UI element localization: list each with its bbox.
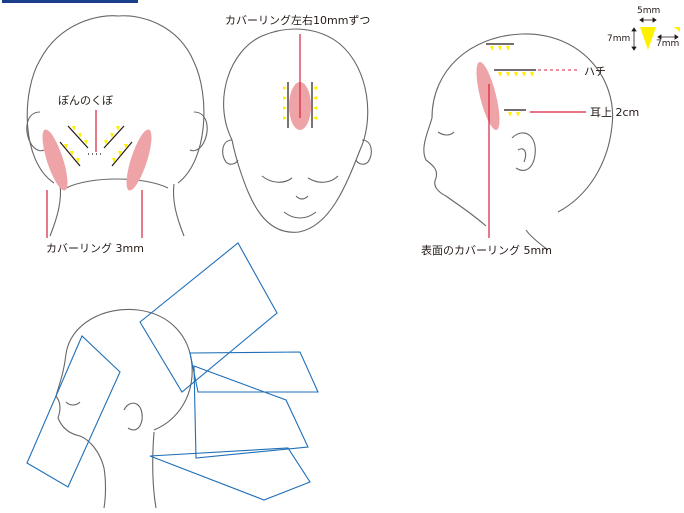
triangle-notch-icon: [283, 106, 287, 110]
back-head-left-ear: [26, 111, 45, 152]
lower-head-outline: [65, 308, 193, 431]
triangle-notch-icon: [76, 158, 80, 163]
double-arrow-icon: [657, 34, 679, 40]
back-right-cover: [126, 129, 152, 191]
back-left-cover: [42, 129, 68, 191]
triangle-notch-icon: [522, 72, 526, 77]
top-head-right-ear: [355, 139, 372, 165]
lower-neck-front: [103, 467, 107, 509]
triangle-notch-icon: [506, 46, 510, 51]
legend-height-label: 7mm: [607, 34, 631, 44]
top-nose: [295, 195, 309, 200]
section-panel-bottom-center: [149, 447, 311, 501]
side-head-covering: [476, 43, 586, 238]
triangle-notch-icon: [313, 96, 317, 100]
lower-face-profile: [55, 353, 105, 469]
double-arrow-icon: [639, 17, 657, 23]
triangle-notch-icon: [313, 106, 317, 110]
back-right-guide-1: [103, 125, 125, 149]
triangle-notch-icon: [110, 133, 114, 138]
back-left-guide-1: [67, 125, 89, 149]
triangle-notch-icon: [283, 96, 287, 100]
back-head-notches: [64, 126, 128, 163]
triangle-notch-icon: [70, 151, 74, 156]
side-head-outline: [431, 33, 614, 213]
section-panel-right-upper: [189, 351, 319, 393]
label-back-covering: カバーリング 3mm: [46, 242, 144, 255]
top-head-notches: [283, 86, 317, 120]
back-head-covering: [42, 129, 152, 191]
triangle-notch-icon: [506, 72, 510, 77]
label-side-ear: 耳上 2cm: [590, 106, 640, 119]
section-panels: [26, 242, 319, 501]
triangle-notch-icon: [64, 144, 68, 149]
label-top-covering: カバーリング左右10mmずつ: [225, 14, 371, 27]
triangle-notch-icon: [78, 133, 82, 138]
triangle-notch-icon: [530, 72, 534, 77]
side-front-cover: [476, 61, 500, 131]
triangle-notch-icon: [72, 126, 76, 131]
back-left-guide-2: [59, 141, 81, 167]
triangle-notch-icon: [508, 112, 512, 117]
label-side-hachi: ハチ: [584, 65, 606, 78]
back-head-hairline: [65, 178, 169, 189]
triangle-notch-icon: [516, 112, 520, 117]
triangle-notch-icon: [313, 116, 317, 120]
triangle-notch-icon: [498, 72, 502, 77]
header-accent-bar: [2, 0, 138, 3]
side-head-figure: [423, 33, 614, 251]
top-mouth: [283, 211, 317, 219]
legend-width-label: 5mm: [637, 6, 661, 16]
top-right-eye: [307, 175, 339, 183]
triangle-notch-icon: [283, 86, 287, 90]
section-panel-bottom-left: [26, 335, 121, 488]
lower-neck-back: [152, 431, 157, 509]
triangle-notch-icon: [640, 27, 656, 50]
triangle-notch-icon: [490, 46, 494, 51]
top-head-figure: [222, 28, 372, 233]
side-ear-inner: [517, 148, 527, 163]
back-right-guide-2: [111, 141, 133, 167]
triangle-notch-icon: [674, 27, 680, 32]
label-side-surface: 表面のカバーリング 5mm: [421, 244, 552, 257]
section-panel-top-left: [139, 242, 278, 393]
legend-spacing-label: 7mm: [656, 39, 680, 49]
section-panel-right-lower: [193, 365, 309, 459]
triangle-notch-icon: [104, 140, 108, 145]
label-back-center: ぼんのくぼ: [58, 94, 113, 107]
triangle-notch-icon: [124, 144, 128, 149]
triangle-notch-icon: [283, 116, 287, 120]
triangle-notch-icon: [514, 72, 518, 77]
top-head-covering: [287, 34, 313, 130]
back-head-lines: [46, 110, 143, 238]
triangle-notch-icon: [112, 158, 116, 163]
top-left-eye: [261, 175, 293, 183]
triangle-notch-icon: [84, 140, 88, 145]
side-neck: [525, 229, 549, 251]
header-partial-text: ・・・ ・・・・・・・ ・ ・・・: [152, 0, 287, 3]
top-head-left-ear: [222, 139, 239, 165]
top-head-outline: [223, 28, 369, 233]
back-head-neck-left: [49, 183, 62, 237]
back-head-neck-right: [172, 183, 185, 237]
triangle-notch-icon: [313, 86, 317, 90]
lower-ear: [123, 402, 143, 431]
side-head-notches: [490, 46, 534, 117]
lower-eye: [65, 401, 81, 406]
back-head-outline: [26, 15, 205, 184]
double-arrow-icon: [631, 27, 637, 51]
legend-figure: [631, 17, 680, 51]
side-eye: [437, 131, 455, 136]
triangle-notch-icon: [116, 126, 120, 131]
side-ear: [511, 132, 536, 171]
lower-head-figure: [55, 308, 193, 509]
side-face-profile: [423, 117, 487, 227]
triangle-notch-icon: [118, 151, 122, 156]
triangle-notch-icon: [498, 46, 502, 51]
back-head-right-ear: [189, 111, 208, 152]
back-head-figure: [26, 15, 208, 237]
